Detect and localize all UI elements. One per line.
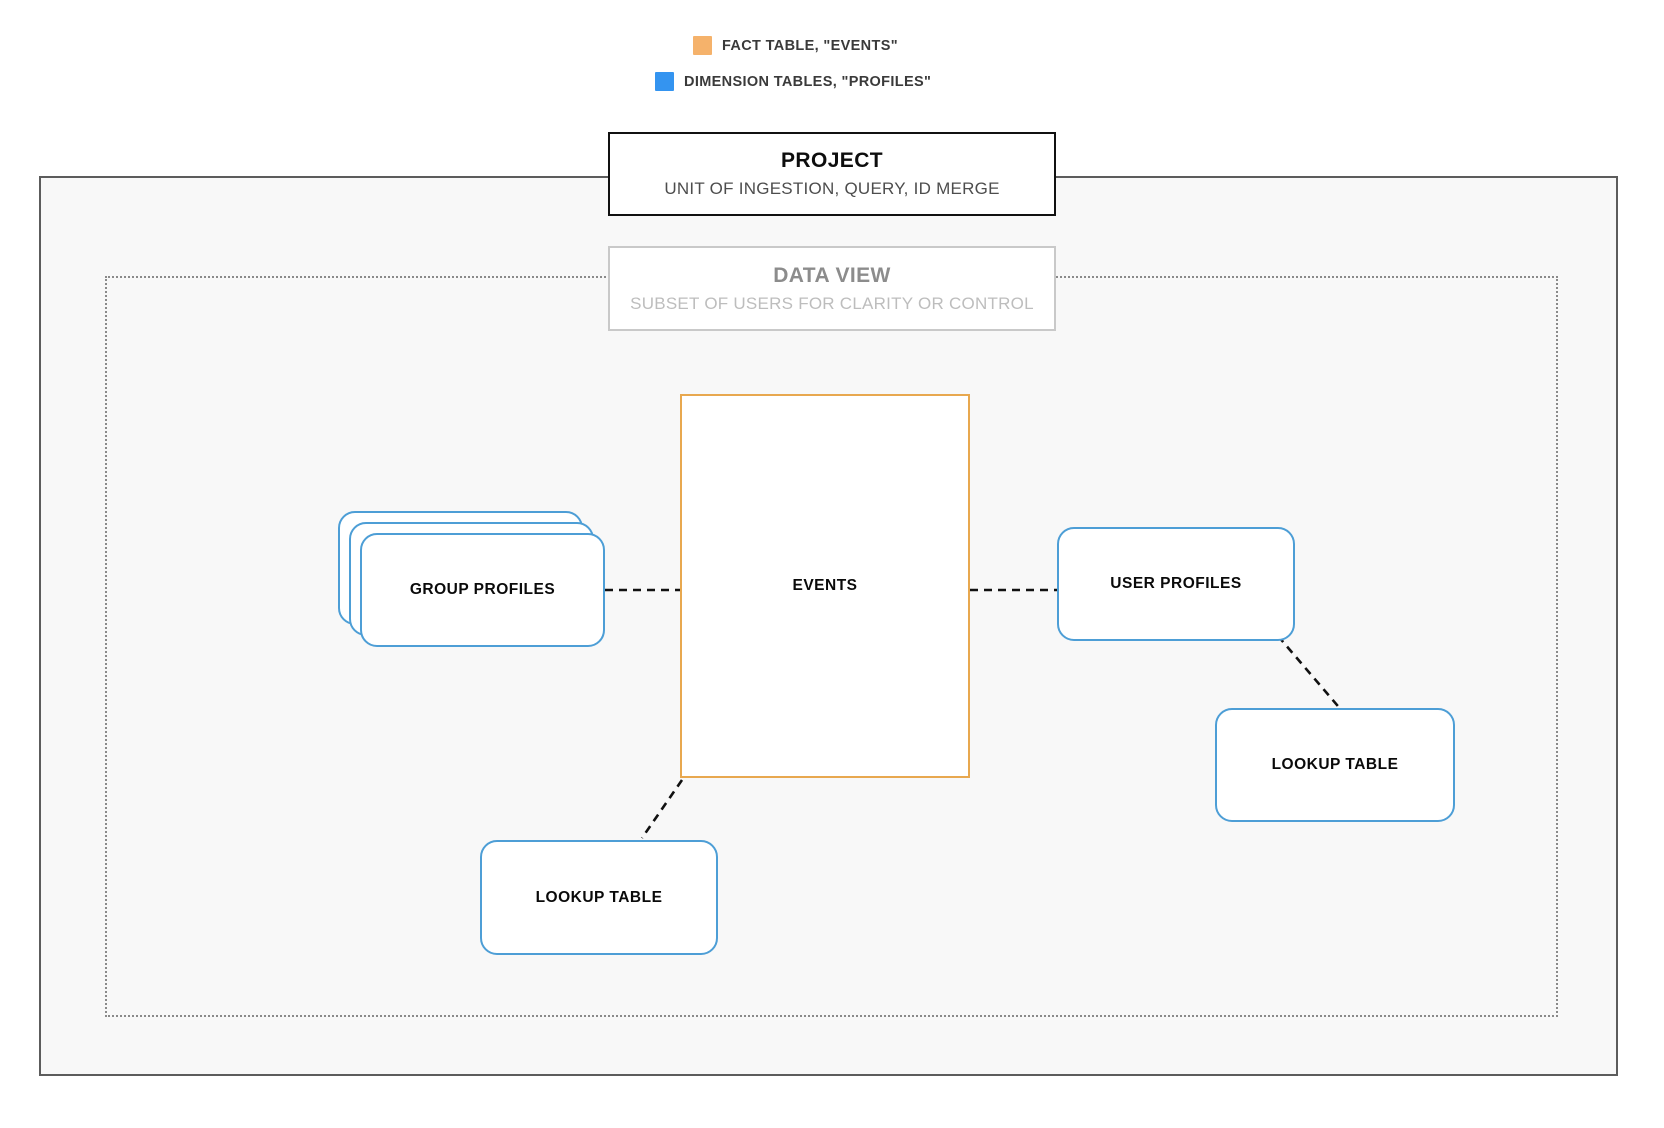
node-events-label: EVENTS — [792, 577, 858, 594]
node-lookup-table-right[interactable]: LOOKUP TABLE — [1215, 708, 1455, 822]
node-events[interactable]: EVENTS — [680, 394, 970, 778]
data-view-label-box: DATA VIEW SUBSET OF USERS FOR CLARITY OR… — [608, 246, 1056, 331]
legend-label-fact-table: FACT TABLE, "EVENTS" — [722, 37, 898, 54]
orange-square-swatch — [693, 36, 712, 55]
legend-item-fact-table: FACT TABLE, "EVENTS" — [693, 36, 898, 55]
node-lookup-table-bottom[interactable]: LOOKUP TABLE — [480, 840, 718, 955]
node-lookup-table-right-label: LOOKUP TABLE — [1271, 756, 1399, 773]
group-profiles-stack-card-front[interactable]: GROUP PROFILES — [360, 533, 605, 647]
blue-square-swatch — [655, 72, 674, 91]
node-user-profiles[interactable]: USER PROFILES — [1057, 527, 1295, 641]
data-view-subtitle: SUBSET OF USERS FOR CLARITY OR CONTROL — [630, 293, 1034, 313]
data-view-title: DATA VIEW — [773, 263, 891, 287]
legend-item-dimension-tables: DIMENSION TABLES, "PROFILES" — [655, 72, 931, 91]
node-group-profiles[interactable]: GROUP PROFILES — [338, 511, 628, 671]
legend-label-dimension-tables: DIMENSION TABLES, "PROFILES" — [684, 73, 932, 90]
node-group-profiles-label: GROUP PROFILES — [409, 581, 556, 598]
project-label-box: PROJECT UNIT OF INGESTION, QUERY, ID MER… — [608, 132, 1056, 216]
project-subtitle: UNIT OF INGESTION, QUERY, ID MERGE — [664, 179, 1000, 198]
node-user-profiles-label: USER PROFILES — [1110, 575, 1242, 592]
project-title: PROJECT — [781, 149, 883, 172]
node-lookup-table-bottom-label: LOOKUP TABLE — [535, 888, 663, 906]
